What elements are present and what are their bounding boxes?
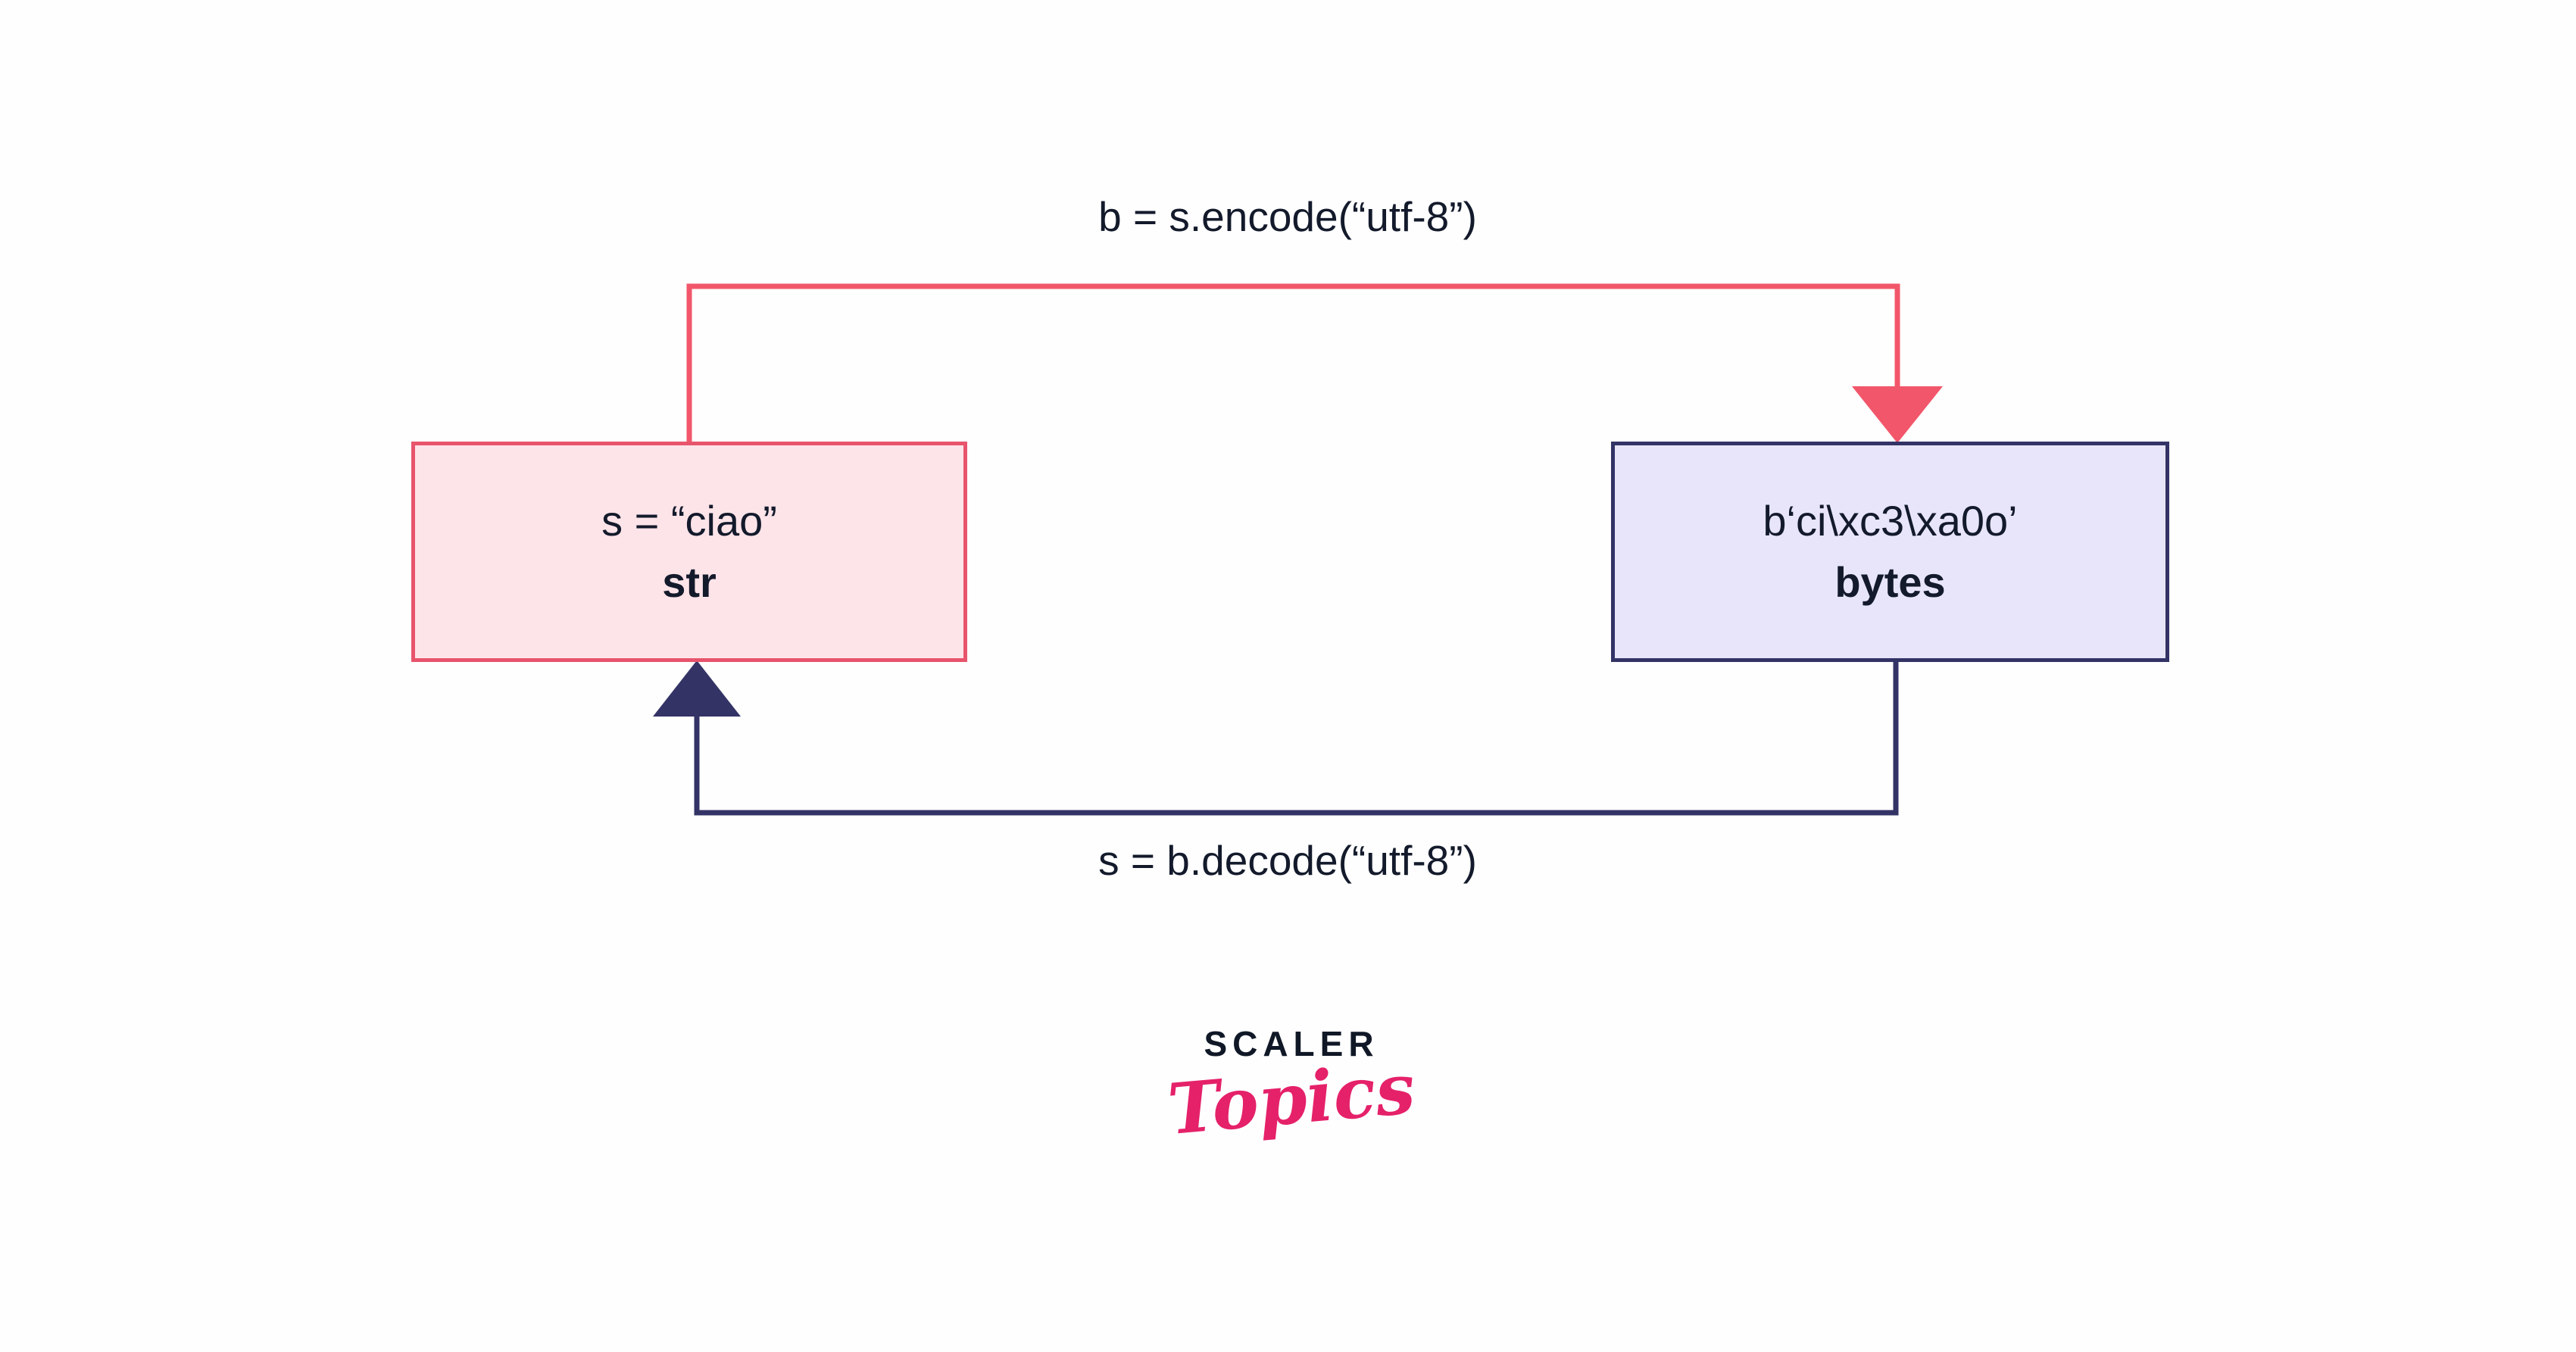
node-bytes-value: b‘ci\xc3\xa0o’ bbox=[1763, 497, 2018, 545]
encode-connector-path bbox=[686, 283, 1900, 442]
edge-label-decode: s = b.decode(“utf-8”) bbox=[1098, 837, 1477, 884]
node-str-type: str bbox=[662, 557, 717, 606]
decode-connector-path bbox=[694, 662, 1899, 816]
encode-arrowhead-icon bbox=[1852, 386, 1943, 443]
brand-logo: SCALER Topics bbox=[1165, 1024, 1419, 1151]
brand-subname: Topics bbox=[1164, 1047, 1419, 1151]
node-bytes-type: bytes bbox=[1834, 557, 1946, 606]
decode-arrowhead-icon bbox=[653, 660, 741, 717]
brand-name: SCALER bbox=[1204, 1024, 1379, 1063]
node-str[interactable]: s = “ciao” str bbox=[411, 442, 967, 662]
node-str-value: s = “ciao” bbox=[601, 497, 777, 545]
edge-label-encode: b = s.encode(“utf-8”) bbox=[1098, 193, 1477, 240]
node-bytes[interactable]: b‘ci\xc3\xa0o’ bytes bbox=[1611, 442, 2169, 662]
